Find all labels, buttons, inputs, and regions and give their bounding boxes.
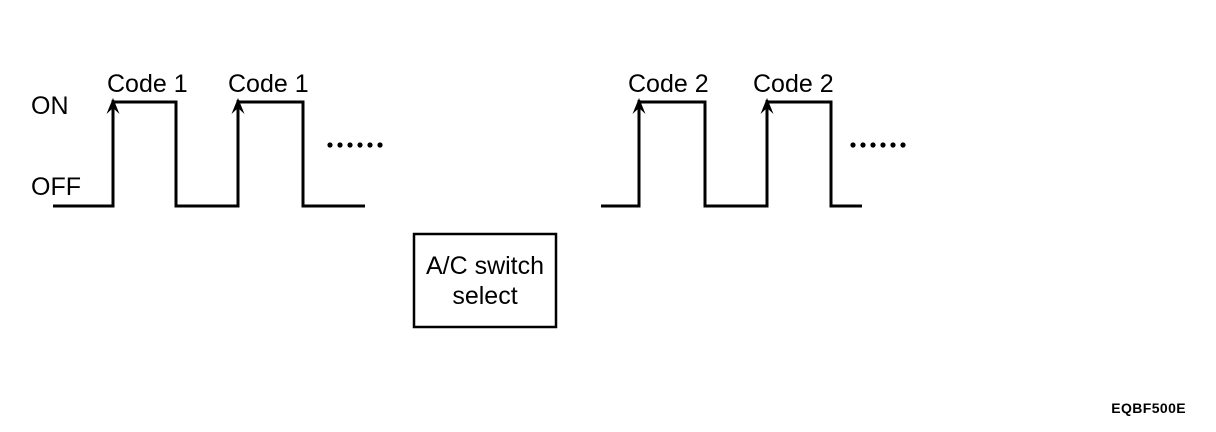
callout-box-border — [412, 232, 558, 329]
ellipsis-dot — [880, 142, 886, 148]
continuation-ellipsis — [327, 142, 383, 148]
code-2-signal: Code 2 Code 2 — [601, 70, 906, 208]
ellipsis-dot — [367, 142, 373, 148]
waveform-trace — [601, 100, 862, 208]
ellipsis-dot — [890, 142, 896, 148]
ellipsis-dot — [900, 142, 906, 148]
rising-edge-arrow-icon — [106, 98, 120, 130]
code-label: Code 2 — [753, 70, 834, 98]
code-label: Code 1 — [228, 70, 309, 98]
waveform-trace — [53, 100, 365, 208]
code-1-signal: Code 1 Code 1 — [53, 70, 383, 208]
on-level-label: ON — [31, 92, 69, 120]
ellipsis-dot — [357, 142, 363, 148]
rising-edge-arrow-icon — [760, 98, 774, 130]
axis-labels-group: ON OFF — [31, 92, 81, 201]
ellipsis-dot — [870, 142, 876, 148]
ellipsis-dot — [327, 142, 333, 148]
callout-line-1: A/C switch — [426, 252, 544, 280]
rising-edge-arrow-icon — [632, 98, 646, 130]
figure-reference-code: EQBF500E — [1111, 400, 1186, 416]
code-label: Code 1 — [107, 70, 188, 98]
waveforms-group: Code 1 Code 1 Code 2 Code 2 — [53, 70, 906, 208]
ac-switch-select-callout: A/C switch select — [412, 232, 558, 329]
continuation-ellipsis — [850, 142, 906, 148]
off-level-label: OFF — [31, 173, 81, 201]
callout-line-2: select — [452, 282, 517, 310]
ellipsis-dot — [860, 142, 866, 148]
ellipsis-dot — [377, 142, 383, 148]
ellipsis-dot — [850, 142, 856, 148]
rising-edge-arrow-icon — [231, 98, 245, 130]
code-label: Code 2 — [628, 70, 709, 98]
ellipsis-dot — [337, 142, 343, 148]
ellipsis-dot — [347, 142, 353, 148]
